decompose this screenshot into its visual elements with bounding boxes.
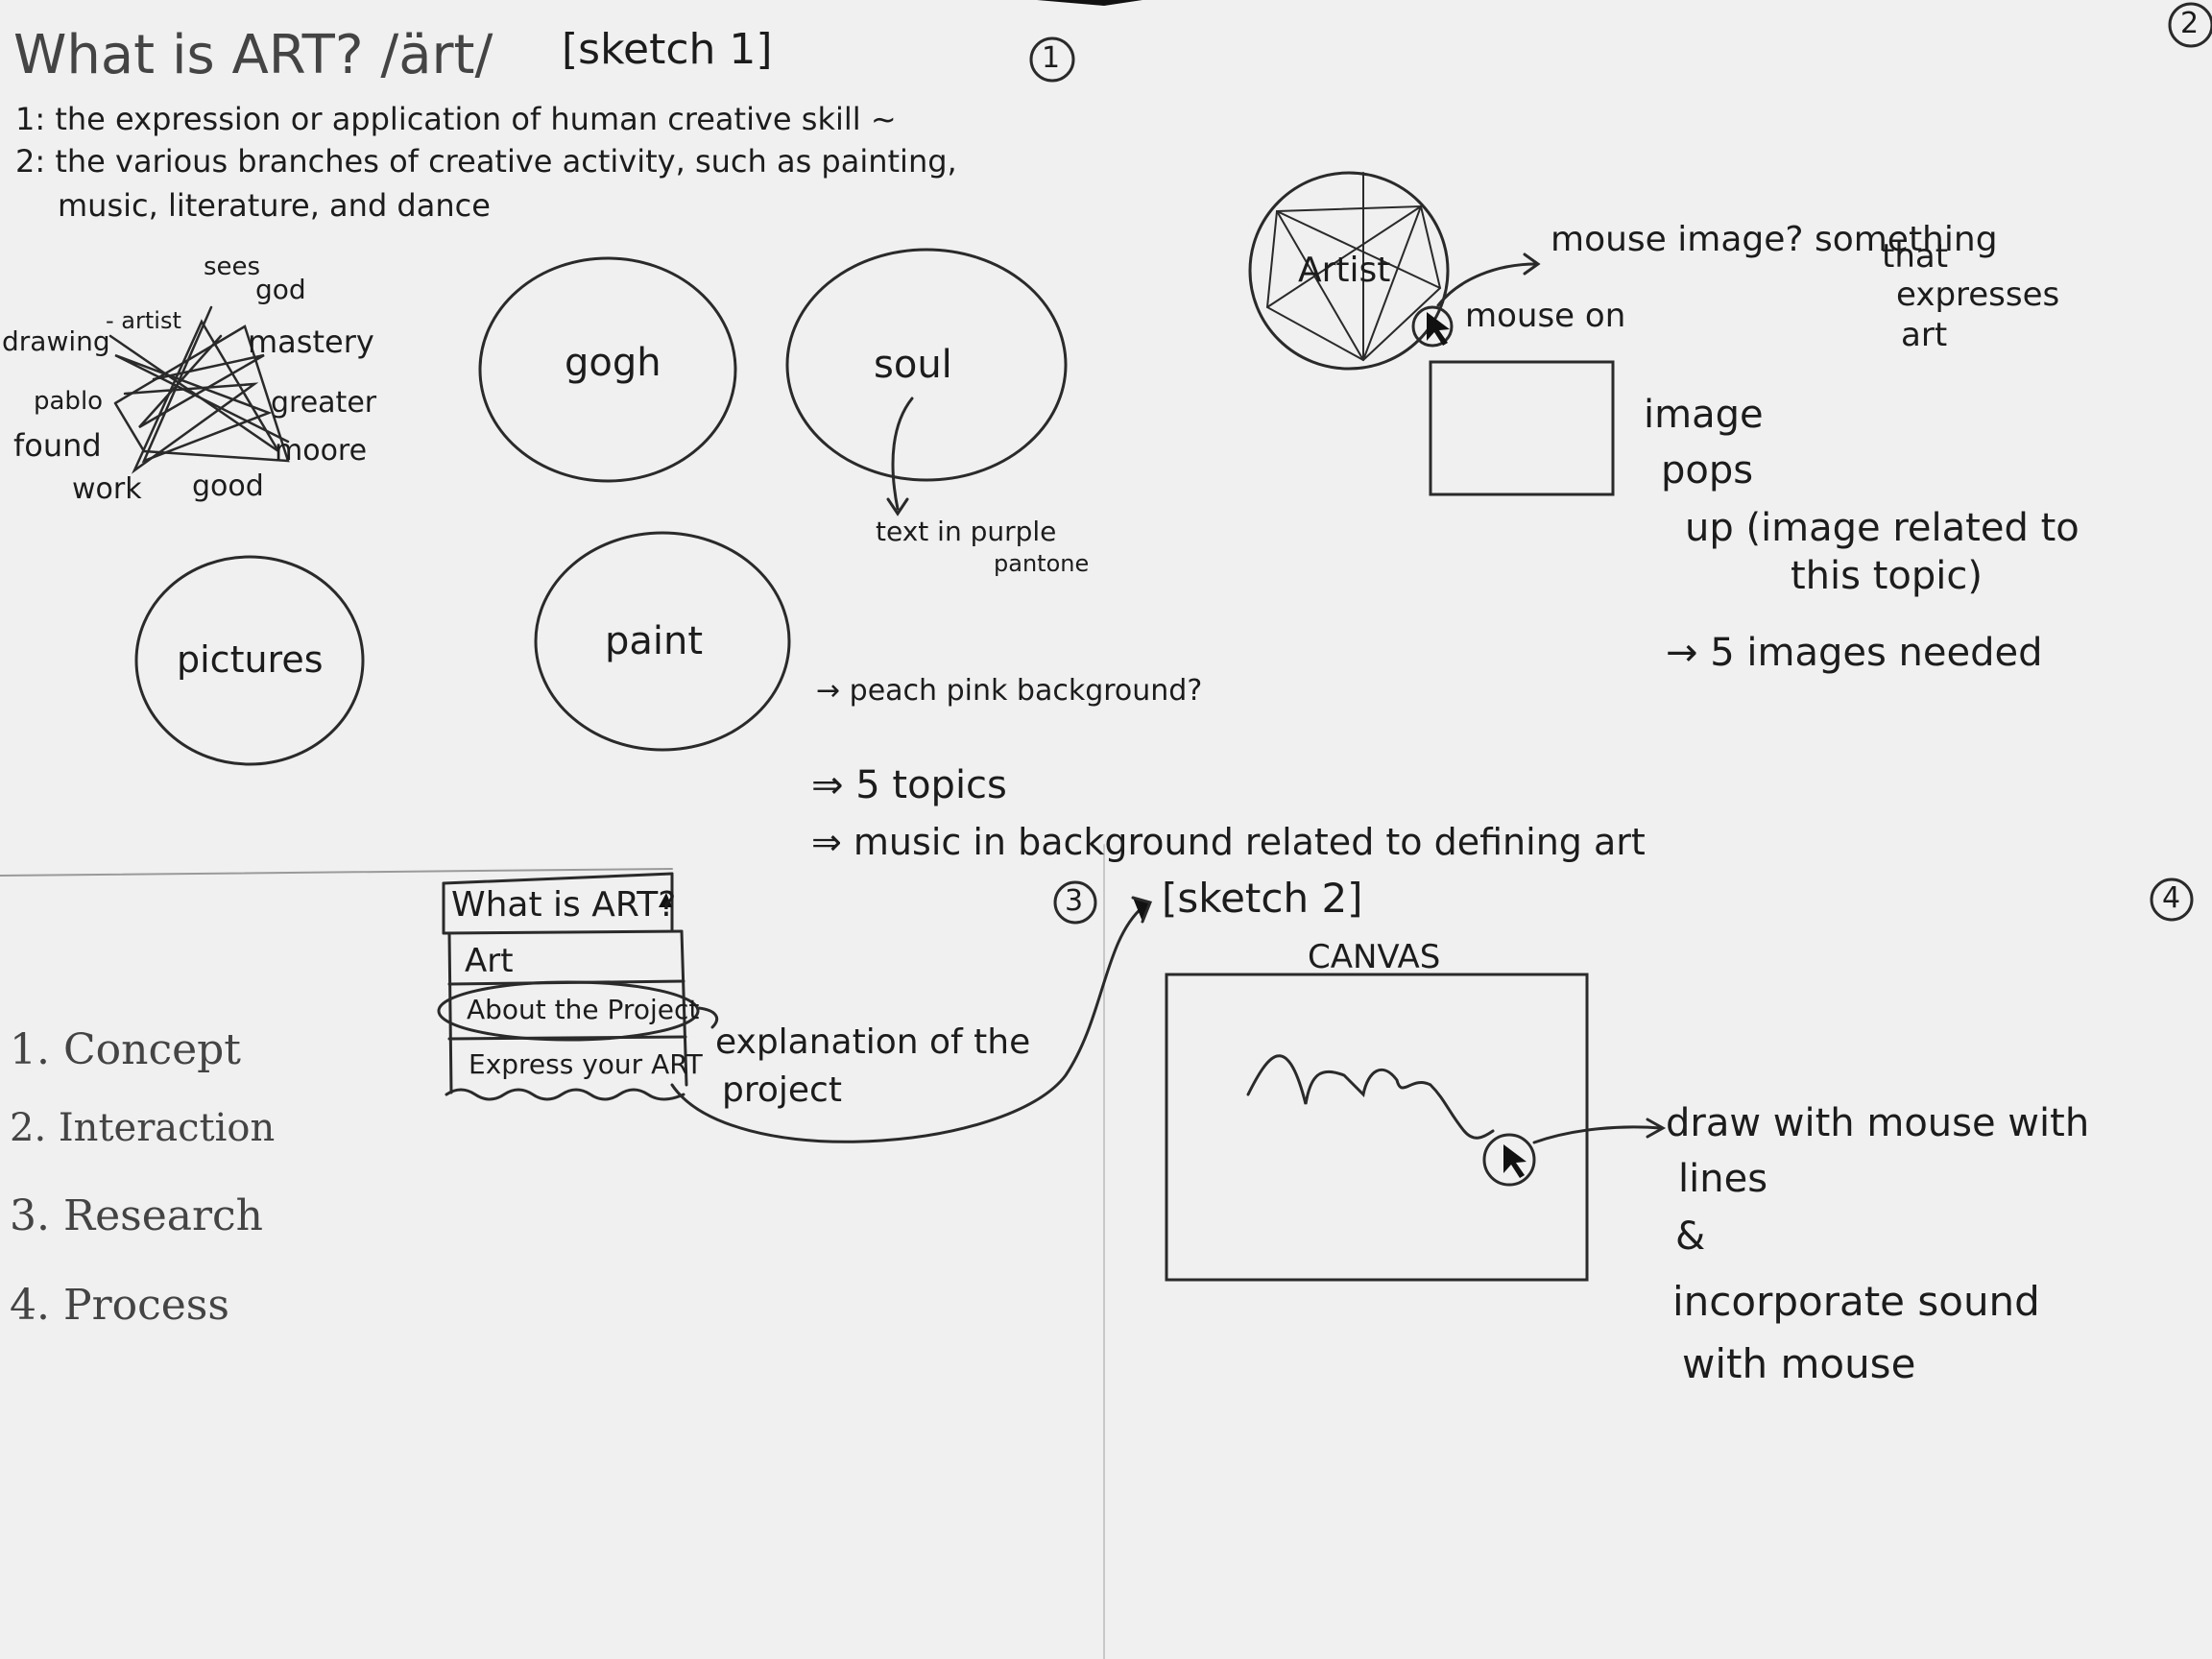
arrowhead-draw-note bbox=[1646, 1118, 1667, 1139]
menu-item-about: About the Project bbox=[467, 994, 700, 1025]
page-number-1: 1 bbox=[1042, 41, 1061, 75]
page-number-circle-3 bbox=[1053, 880, 1097, 925]
image-pops-line2: pops bbox=[1661, 448, 1754, 493]
circle-soul bbox=[785, 248, 1068, 482]
word-artist: - artist bbox=[106, 307, 181, 334]
outline-interaction: 2. Interaction bbox=[10, 1106, 276, 1150]
soul-note-line1: text in purple bbox=[876, 516, 1057, 547]
note-peach-background: → peach pink background? bbox=[816, 674, 1203, 708]
arrow-explanation bbox=[697, 1006, 718, 1029]
definition-2b: music, literature, and dance bbox=[58, 187, 491, 224]
word-found: found bbox=[13, 427, 102, 464]
divider-horizontal bbox=[0, 868, 673, 877]
artist-web bbox=[1265, 172, 1442, 362]
arrowhead-sketch2 bbox=[1131, 896, 1153, 924]
image-popup-box bbox=[1429, 360, 1615, 496]
outline-process: 4. Process bbox=[10, 1281, 229, 1330]
ampersand: & bbox=[1675, 1214, 1706, 1259]
word-sees: sees bbox=[204, 252, 261, 281]
image-pops-line1: image bbox=[1644, 393, 1764, 437]
arrow-mouse-image bbox=[1436, 262, 1538, 307]
arrowhead-mouse-image bbox=[1523, 252, 1541, 276]
definition-2: 2: the various branches of creative acti… bbox=[15, 143, 957, 180]
circle-gogh bbox=[478, 256, 737, 483]
draw-note-line1: draw with mouse with bbox=[1666, 1101, 2090, 1145]
page-title: What is ART? /ärt/ bbox=[13, 24, 493, 86]
five-images-note: → 5 images needed bbox=[1666, 631, 2043, 675]
sound-note-line2: with mouse bbox=[1682, 1340, 1916, 1387]
expresses-line1: that bbox=[1882, 237, 1949, 276]
word-cloud-web bbox=[108, 305, 290, 474]
circle-label-soul: soul bbox=[874, 343, 952, 387]
word-moore: moore bbox=[275, 434, 368, 468]
soul-note-line2: pantone bbox=[994, 550, 1090, 577]
word-mastery: mastery bbox=[248, 324, 374, 360]
page-number-3: 3 bbox=[1065, 884, 1084, 918]
image-pops-line4: this topic) bbox=[1791, 554, 1983, 598]
expresses-line3: art bbox=[1901, 316, 1948, 354]
circle-label-paint: paint bbox=[605, 619, 704, 663]
circle-artist bbox=[1248, 171, 1450, 371]
explanation-line1: explanation of the bbox=[715, 1022, 1031, 1062]
word-greater: greater bbox=[271, 386, 377, 420]
page-number-circle-1 bbox=[1029, 36, 1075, 83]
zigzag-stroke bbox=[1246, 1054, 1495, 1140]
canvas-label: CANVAS bbox=[1308, 938, 1441, 976]
word-good: good bbox=[192, 469, 264, 503]
menu-item-art: Art bbox=[465, 942, 514, 980]
note-five-topics: ⇒ 5 topics bbox=[811, 763, 1007, 807]
definition-1: 1: the expression or application of huma… bbox=[15, 101, 897, 137]
menu-dropdown-sketch bbox=[437, 872, 700, 1101]
word-pablo: pablo bbox=[34, 387, 104, 416]
outline-research: 3. Research bbox=[10, 1191, 263, 1240]
arrow-to-sketch2 bbox=[670, 905, 1144, 1143]
word-god: god bbox=[255, 274, 306, 305]
page-number-circle-2 bbox=[2168, 2, 2212, 48]
sketch1-label: [sketch 1] bbox=[562, 25, 773, 74]
menu-item-express: Express your ART bbox=[469, 1048, 703, 1080]
outline-concept: 1. Concept bbox=[10, 1025, 241, 1074]
arrow-soul-note bbox=[891, 397, 914, 511]
circle-label-pictures: pictures bbox=[177, 638, 324, 681]
sketch2-label: [sketch 2] bbox=[1162, 875, 1363, 922]
canvas-mouse-circle bbox=[1482, 1133, 1536, 1187]
image-pops-line3: up (image related to bbox=[1685, 506, 2080, 550]
draw-note-line2: lines bbox=[1678, 1157, 1768, 1201]
word-drawing: drawing bbox=[2, 325, 110, 357]
canvas-box bbox=[1165, 973, 1589, 1282]
arrow-draw-note bbox=[1532, 1125, 1663, 1144]
artist-label: Artist bbox=[1298, 251, 1391, 290]
expresses-line2: expresses bbox=[1896, 276, 2060, 314]
binding-shadow bbox=[1037, 0, 1142, 6]
mouse-image-note: mouse image? something bbox=[1551, 220, 1998, 259]
circle-pictures bbox=[134, 555, 365, 766]
explanation-line2: project bbox=[722, 1070, 842, 1110]
note-music: ⇒ music in background related to definin… bbox=[811, 821, 1646, 863]
mouse-on-circle bbox=[1411, 305, 1454, 348]
circle-label-gogh: gogh bbox=[565, 341, 661, 385]
page-number-4: 4 bbox=[2162, 881, 2181, 915]
page-number-2: 2 bbox=[2180, 7, 2200, 40]
page-number-circle-4 bbox=[2150, 878, 2194, 922]
word-work: work bbox=[72, 472, 142, 506]
canvas-cursor-icon bbox=[1503, 1144, 1527, 1178]
menu-header: What is ART? bbox=[451, 885, 677, 925]
cursor-icon bbox=[1427, 312, 1450, 346]
sound-note-line1: incorporate sound bbox=[1672, 1278, 2040, 1325]
mouse-on-label: mouse on bbox=[1465, 297, 1626, 335]
arrowhead-soul bbox=[886, 497, 909, 517]
circle-paint bbox=[534, 531, 791, 752]
